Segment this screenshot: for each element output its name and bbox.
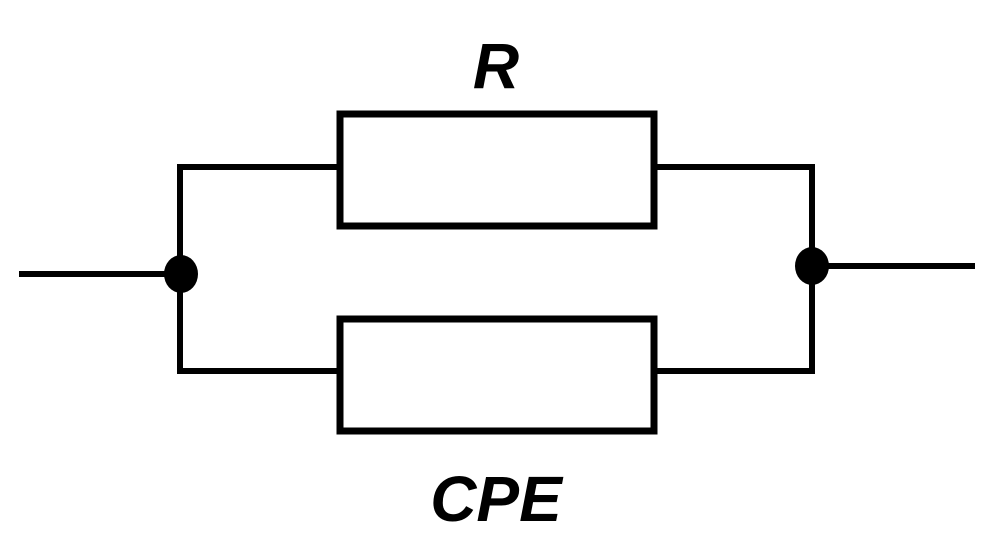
cpe-label: CPE: [430, 463, 564, 535]
resistor-label: R: [473, 30, 519, 102]
left-junction-dot: [164, 255, 198, 293]
right-junction-dot: [795, 247, 829, 285]
resistor-box: [336, 110, 658, 230]
cpe-box: [336, 315, 658, 435]
